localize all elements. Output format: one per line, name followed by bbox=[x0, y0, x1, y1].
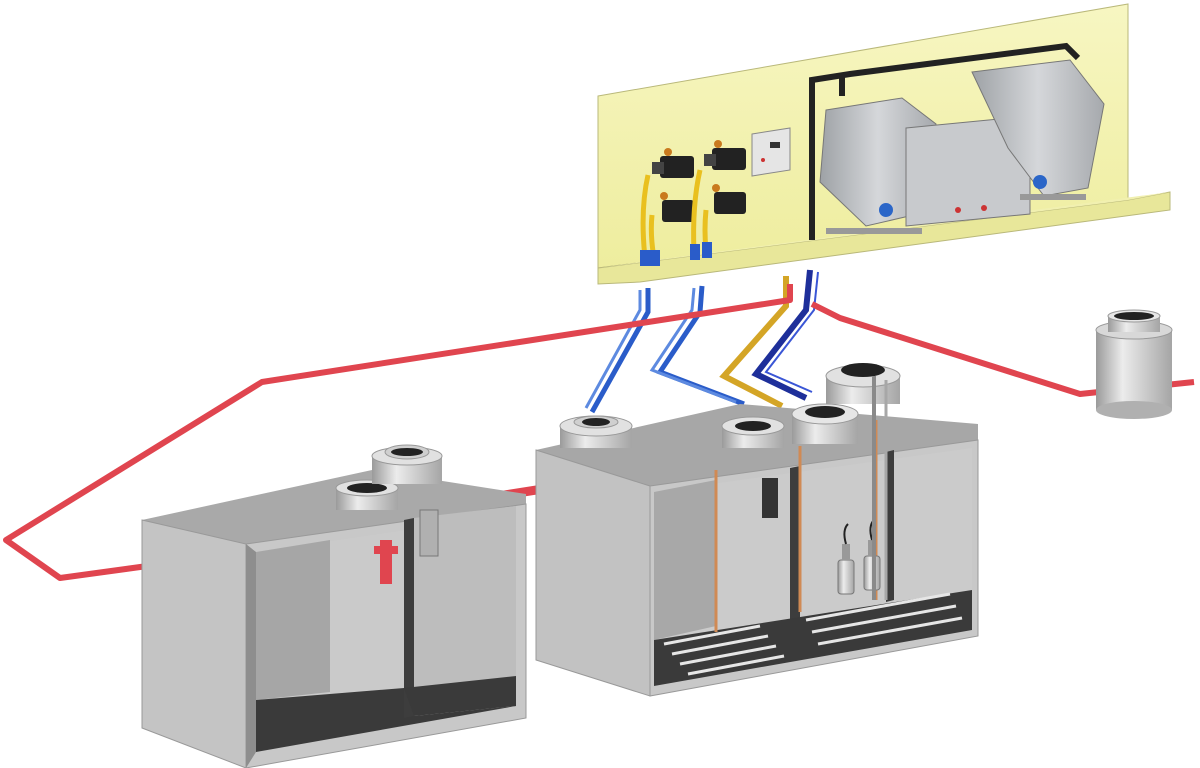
blue-pipe bbox=[649, 287, 737, 404]
primary-settling-tank bbox=[141, 470, 527, 768]
tank-front bbox=[141, 519, 247, 768]
air-diffuser-grid bbox=[805, 592, 963, 646]
hopper-right bbox=[971, 59, 1105, 197]
dosing-pump bbox=[640, 148, 694, 266]
blue-pipe bbox=[656, 285, 745, 407]
inspection-chamber bbox=[1095, 309, 1173, 419]
dosing-pump bbox=[648, 192, 694, 266]
tank-partition bbox=[790, 466, 800, 654]
blower-pump bbox=[879, 203, 893, 217]
blue-pipe bbox=[589, 288, 651, 414]
center-box bbox=[905, 115, 1031, 227]
submersible-pump bbox=[837, 523, 855, 595]
blue-pipe bbox=[584, 290, 642, 409]
tank-partition bbox=[404, 518, 414, 718]
tank-inner-wall bbox=[654, 480, 716, 640]
air-diffuser-grid bbox=[663, 624, 785, 676]
tank-partition bbox=[886, 450, 894, 602]
filter-screen bbox=[762, 478, 778, 518]
feed-pipes bbox=[584, 269, 819, 414]
yellow-pipe bbox=[719, 276, 789, 409]
air-diffuser-grids bbox=[663, 592, 963, 676]
control-display bbox=[770, 142, 780, 148]
dosing-pump bbox=[690, 140, 746, 260]
dosing-pump bbox=[702, 184, 746, 258]
tank-top bbox=[142, 470, 526, 544]
navy-pipe bbox=[764, 271, 819, 393]
blower-pump bbox=[1033, 175, 1047, 189]
dosing-pumps bbox=[640, 140, 746, 266]
aeration-tank-manholes bbox=[559, 363, 901, 600]
overhead-pipe bbox=[809, 42, 1081, 240]
settling-tank-manholes bbox=[335, 444, 443, 584]
inlet-pipe bbox=[3, 284, 793, 581]
tank-inner-wall bbox=[256, 540, 330, 700]
tank-side bbox=[535, 449, 651, 697]
navy-pipe bbox=[751, 269, 813, 401]
tank-floor bbox=[654, 590, 972, 686]
treatment-hoppers bbox=[809, 42, 1105, 240]
control-box bbox=[751, 127, 791, 177]
